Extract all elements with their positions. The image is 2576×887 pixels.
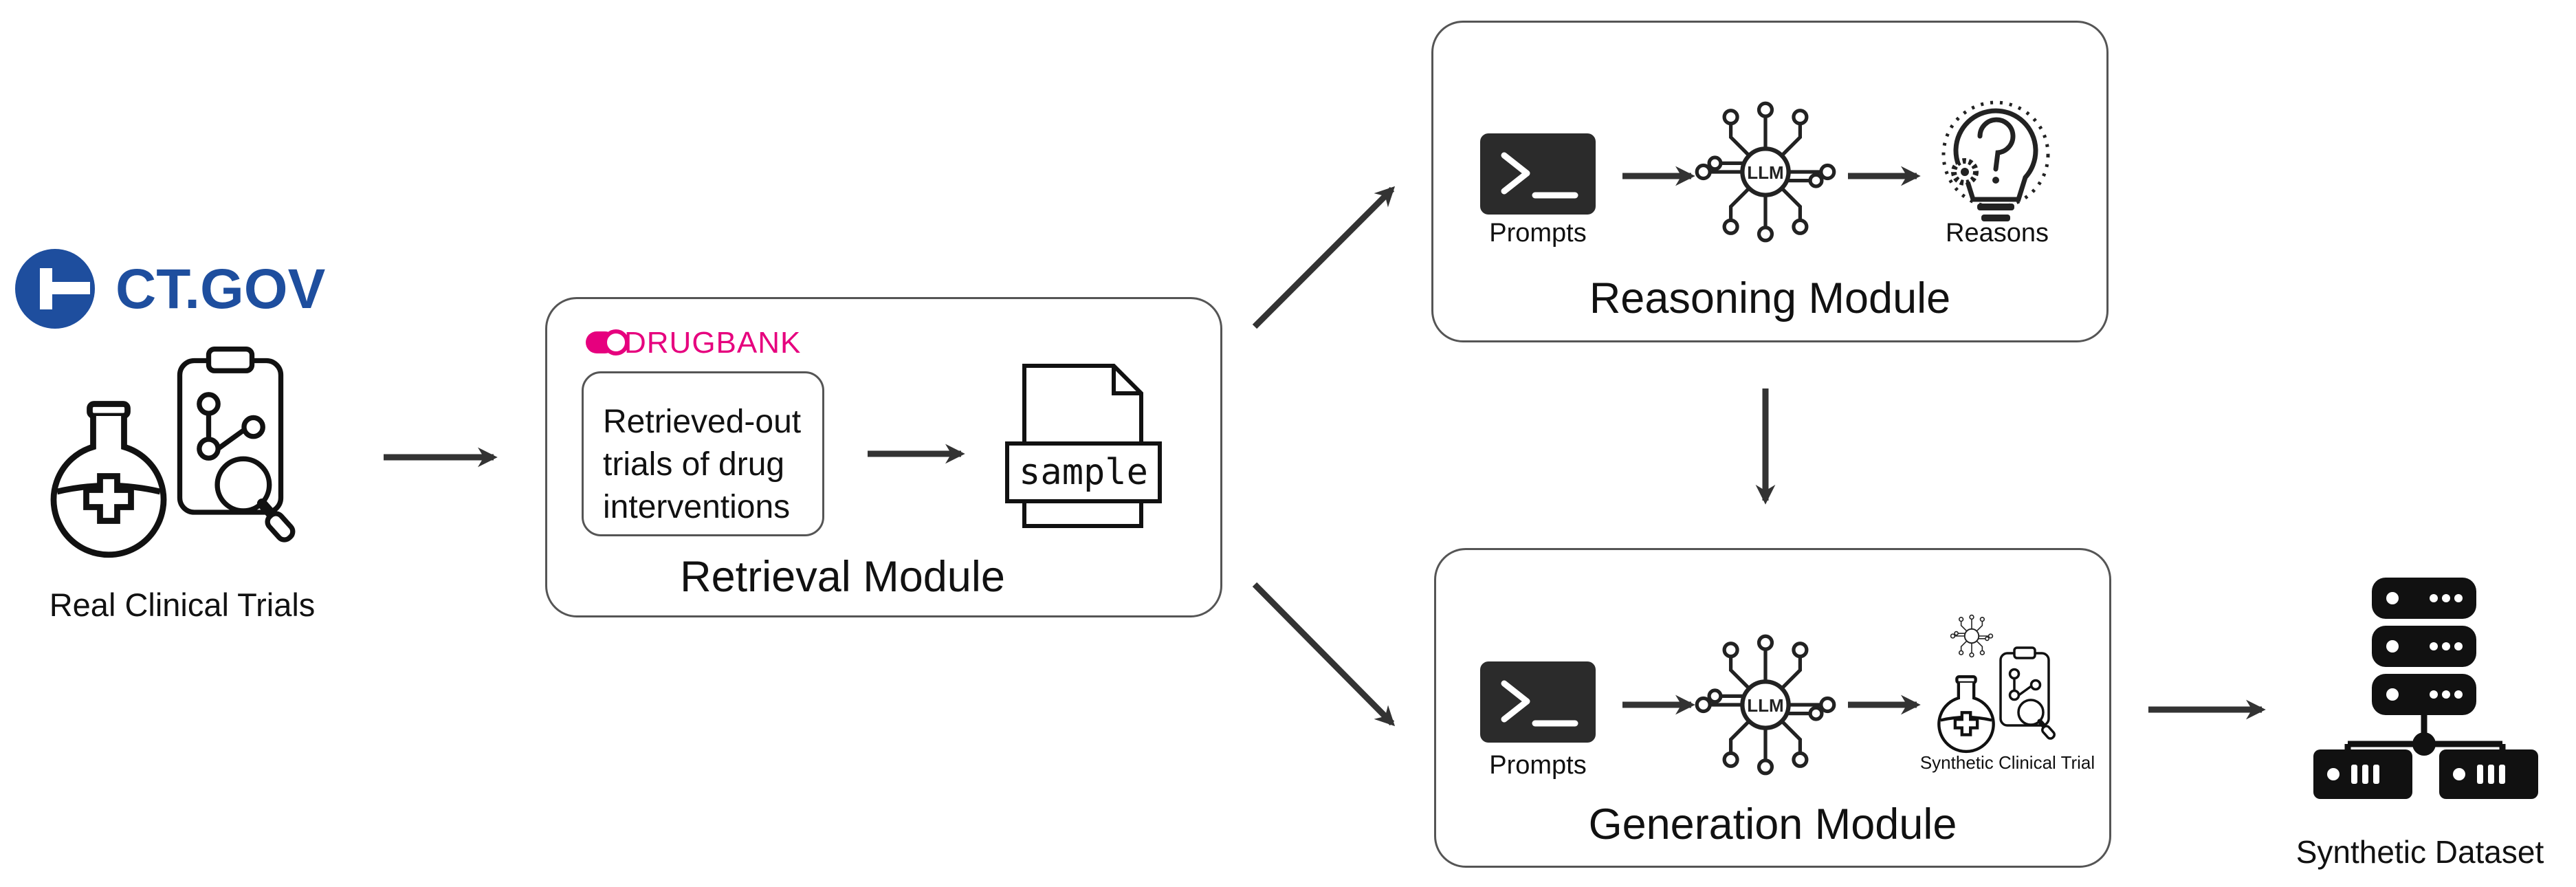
retrieved-trials-line-1: Retrieved-out — [603, 404, 802, 440]
arrow-retrieval-to-reasoning — [1252, 186, 1396, 329]
drugbank-logo-icon — [586, 329, 629, 355]
reasoning-module-title: Reasoning Module — [1589, 274, 1951, 322]
synthetic-trial-icon — [1939, 614, 2056, 752]
ctgov-logo-icon — [15, 249, 95, 329]
reasoning-llm-label: LLM — [1747, 162, 1783, 183]
generation-prompts-icon — [1480, 661, 1596, 743]
generation-llm-label: LLM — [1747, 695, 1783, 716]
generation-module-title: Generation Module — [1588, 800, 1957, 848]
retrieved-trials-line-2: trials of drug — [603, 446, 785, 483]
ctgov-logo-text: CT.GOV — [115, 258, 326, 320]
drugbank-logo-text: DRUGBANK — [624, 326, 801, 360]
retrieval-module-title: Retrieval Module — [680, 553, 1005, 601]
sample-label: sample — [1019, 452, 1148, 493]
arrow-retrieval-to-generation — [1252, 582, 1396, 727]
lightbulb-icon — [1941, 100, 2050, 221]
retrieved-trials-box: Retrieved-out trials of drug interventio… — [582, 371, 824, 536]
retrieved-trials-text: Retrieved-out trials of drug interventio… — [603, 401, 801, 529]
reasoning-prompts-label: Prompts — [1489, 219, 1587, 248]
document-icon — [1005, 364, 1162, 528]
retrieved-trials-line-3: interventions — [603, 489, 791, 525]
reasons-label: Reasons — [1946, 219, 2049, 248]
reasoning-prompts-icon — [1480, 133, 1596, 215]
clipboard-icon — [180, 349, 296, 543]
database-icon — [2313, 578, 2538, 799]
real-clinical-trials-label: Real Clinical Trials — [49, 587, 316, 623]
synthetic-dataset-label: Synthetic Dataset — [2296, 834, 2544, 870]
synthetic-clinical-trial-label: Synthetic Clinical Trial — [1919, 752, 2095, 773]
generation-prompts-label: Prompts — [1489, 751, 1587, 780]
flask-icon — [54, 404, 164, 555]
